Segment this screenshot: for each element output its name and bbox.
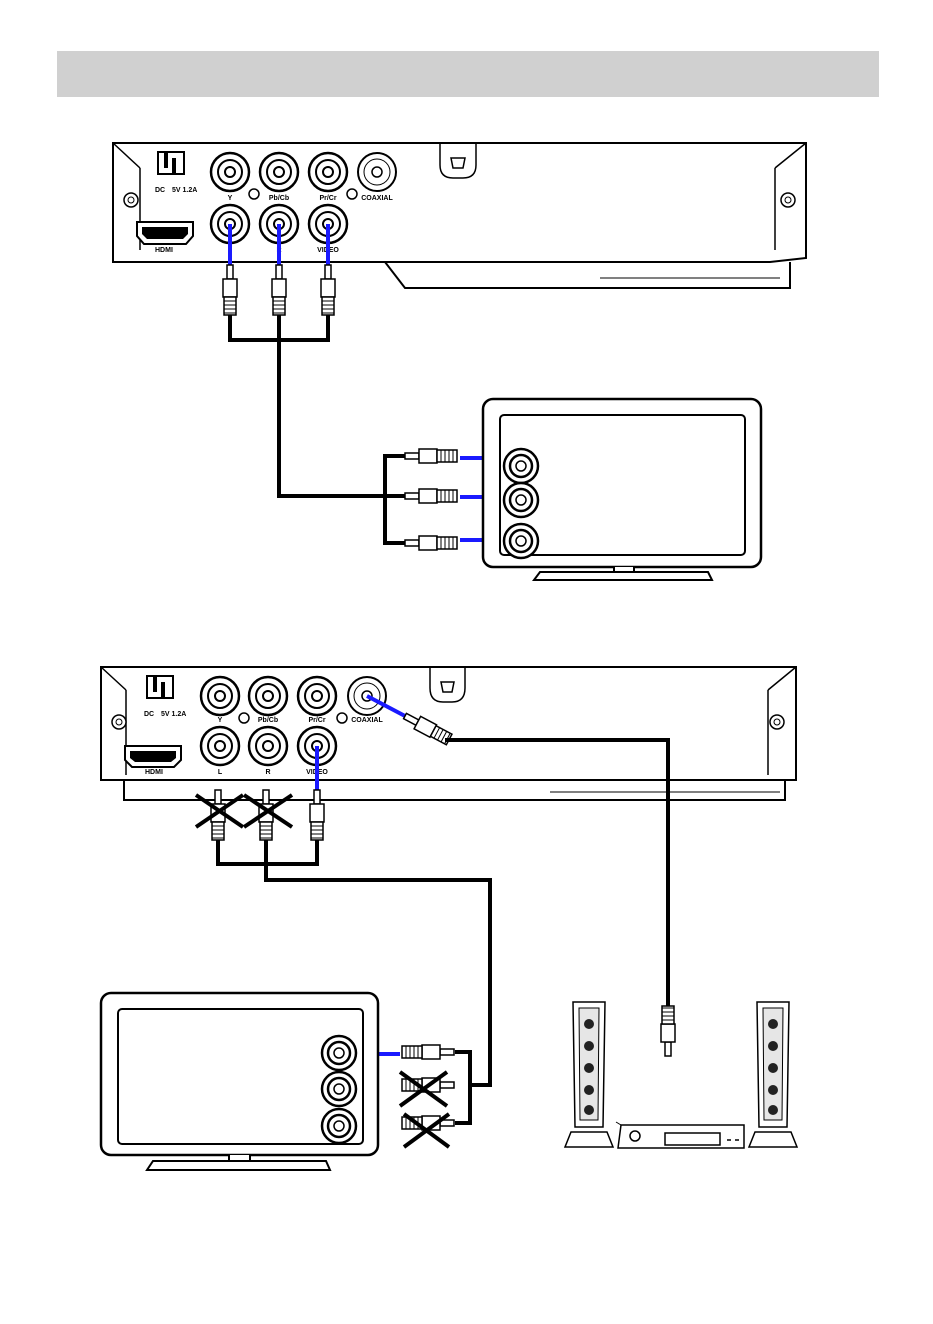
hdmi-label: HDMI xyxy=(145,769,163,776)
jack-pb xyxy=(260,153,298,191)
rca-plug-icon xyxy=(661,1006,675,1056)
label-pb: Pb/Cb xyxy=(258,717,278,724)
tv-icon xyxy=(101,993,378,1170)
jack-audio-right xyxy=(249,727,287,765)
jack-audio-left xyxy=(201,727,239,765)
dc-power-jack-icon xyxy=(158,152,184,174)
av-receiver-icon xyxy=(616,1122,744,1148)
jack-pr xyxy=(309,153,347,191)
speaker-icon xyxy=(565,1002,613,1147)
label-right: R xyxy=(265,769,270,776)
label-pr: Pr/Cr xyxy=(308,717,325,724)
dvd-player-rear-panel-top: DC 5V 1.2A HDMI Y Pb/Cb Pr/Cr COAXIAL L … xyxy=(113,143,806,288)
hdmi-port-icon xyxy=(137,222,193,244)
jack-y xyxy=(211,153,249,191)
power-rating: 5V 1.2A xyxy=(172,187,197,194)
power-label: DC xyxy=(155,187,165,194)
rca-plug-icon xyxy=(402,1045,454,1059)
label-y: Y xyxy=(228,195,233,202)
label-pb: Pb/Cb xyxy=(269,195,289,202)
jack-pb xyxy=(249,677,287,715)
label-pr: Pr/Cr xyxy=(319,195,336,202)
speaker-icon xyxy=(749,1002,797,1147)
tv-icon xyxy=(483,399,761,580)
rca-plug-icon xyxy=(405,449,457,463)
power-rating: 5V 1.2A xyxy=(161,711,186,718)
label-coaxial: COAXIAL xyxy=(351,717,383,724)
av-cable-top xyxy=(223,224,521,550)
rca-plug-icon xyxy=(405,489,457,503)
label-left: L xyxy=(218,769,223,776)
dc-power-jack-icon xyxy=(147,676,173,698)
rca-plug-icon xyxy=(405,536,457,550)
jack-y xyxy=(201,677,239,715)
jack-coaxial xyxy=(358,153,396,191)
jack-pr xyxy=(298,677,336,715)
label-y: Y xyxy=(218,717,223,724)
hdmi-label: HDMI xyxy=(155,247,173,254)
hdmi-port-icon xyxy=(125,746,181,767)
rca-plug-icon xyxy=(321,265,335,315)
label-coaxial: COAXIAL xyxy=(361,195,393,202)
rca-plug-icon xyxy=(272,265,286,315)
rca-plug-icon xyxy=(310,790,324,840)
rca-plug-icon xyxy=(223,265,237,315)
power-label: DC xyxy=(144,711,154,718)
